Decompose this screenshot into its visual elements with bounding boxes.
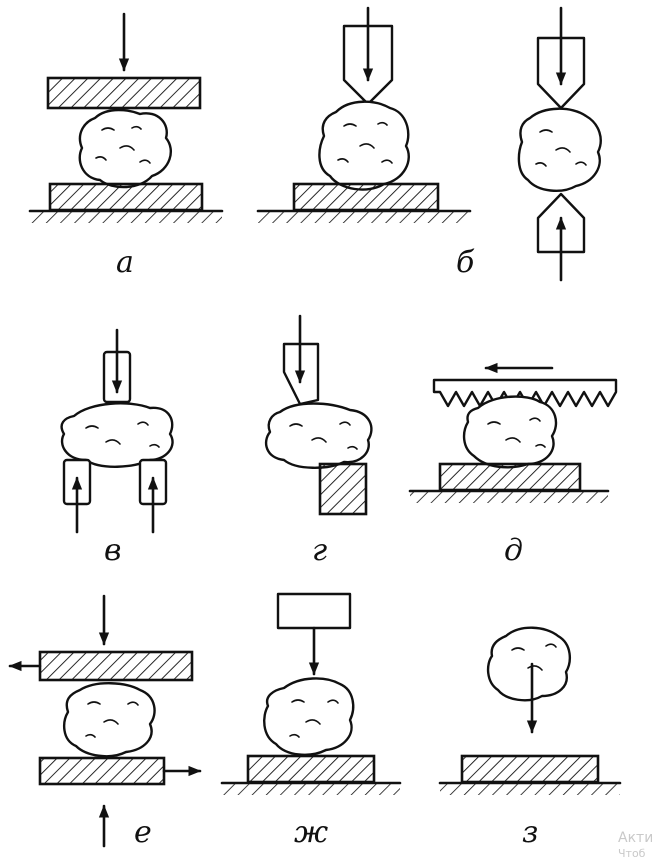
scheme-b-two-wedges <box>517 6 602 282</box>
label-b: б <box>456 245 475 280</box>
rock <box>462 395 558 469</box>
ground-hatch <box>30 211 222 223</box>
rock-texture <box>95 125 151 164</box>
rock-texture <box>337 121 393 164</box>
label-d: д <box>504 533 523 568</box>
hammer-block <box>276 592 352 630</box>
scheme-d-abrasion: д <box>408 362 618 568</box>
ground-hatch <box>440 783 620 795</box>
label-v: в <box>104 533 121 568</box>
watermark-line-1: Акти <box>618 830 652 846</box>
scheme-e-attrition: е <box>8 594 202 850</box>
lower-plate <box>292 182 440 212</box>
watermark-line-2: Чтоб <box>618 847 646 860</box>
lower-plate <box>38 756 166 786</box>
label-zh: ж <box>294 815 328 850</box>
rock <box>318 100 410 191</box>
rock <box>486 626 571 702</box>
rock-texture <box>85 701 139 738</box>
rock <box>264 402 373 469</box>
rock-texture <box>511 643 557 671</box>
scheme-z-free-fall: з <box>438 626 622 850</box>
scheme-v-bending: в <box>60 328 174 568</box>
label-e: е <box>134 815 152 850</box>
rock-texture <box>85 421 160 448</box>
scheme-a-crushing: а <box>28 12 224 280</box>
watermark: Акти Чтоб <box>618 830 652 862</box>
rock <box>60 402 174 468</box>
rock <box>263 677 355 756</box>
shear-support <box>318 462 368 516</box>
rock-texture <box>535 129 587 167</box>
label-z: з <box>522 815 538 850</box>
scheme-zh-impact: ж <box>220 592 402 850</box>
lower-plate <box>460 754 600 784</box>
label-g: г <box>312 533 327 568</box>
rock <box>78 108 172 189</box>
rock-texture <box>289 421 358 450</box>
scheme-g-shearing: г <box>264 314 373 568</box>
rock-texture <box>289 699 339 738</box>
ground-hatch <box>258 211 470 223</box>
scheme-b-splitting: б <box>256 6 475 280</box>
rock-texture <box>487 417 546 448</box>
label-a: а <box>116 245 134 280</box>
rock <box>517 107 602 192</box>
lower-plate <box>48 182 204 212</box>
ground-hatch <box>222 783 400 795</box>
ground-hatch <box>410 491 608 503</box>
upper-plate <box>46 76 202 110</box>
upper-plate <box>38 650 194 682</box>
lower-plate <box>246 754 376 784</box>
lower-plate <box>438 462 582 492</box>
